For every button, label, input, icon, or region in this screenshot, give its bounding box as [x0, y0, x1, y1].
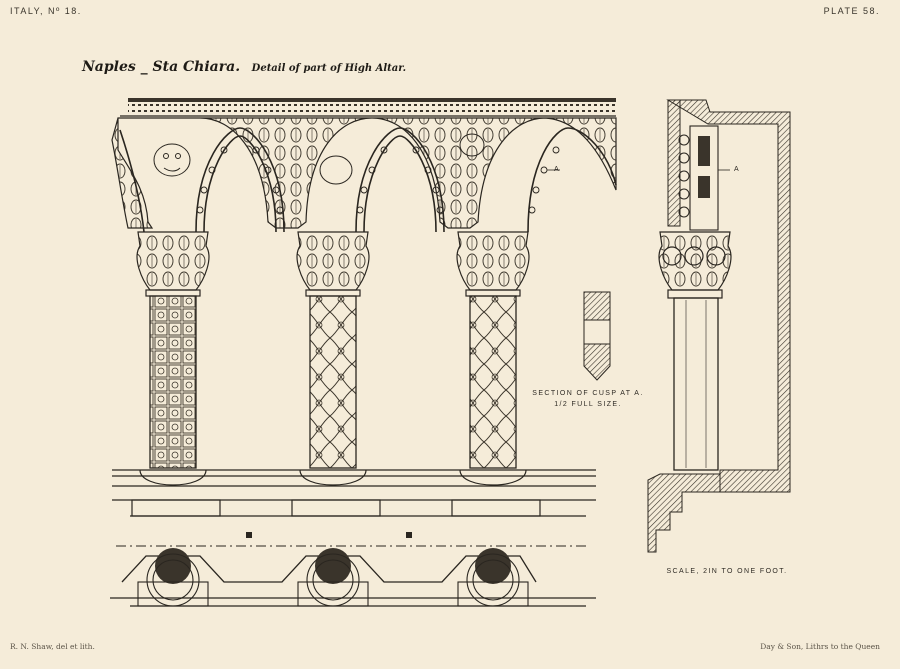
section-marker-front: A [554, 166, 561, 173]
column-right [456, 231, 530, 469]
series-label: ITALY, Nº 18. [10, 6, 82, 16]
title-main: Naples _ Sta Chiara. [82, 59, 241, 75]
cusp-section [583, 291, 611, 381]
spandrels [111, 117, 617, 229]
column-left [136, 231, 210, 469]
plate-title: Naples _ Sta Chiara. Detail of part of H… [82, 56, 406, 75]
artist-credit: R. N. Shaw, del et lith. [10, 642, 95, 651]
arch-beads [196, 146, 560, 214]
arches [119, 127, 617, 233]
column-middle [296, 231, 370, 469]
side-section [647, 99, 791, 553]
scale-caption: SCALE, 2IN TO ONE FOOT. [666, 568, 788, 575]
plate-number: PLATE 58. [823, 6, 880, 16]
plan-view [110, 532, 596, 607]
section-caption-line1: SECTION OF CUSP AT A. [532, 390, 644, 397]
section-caption-line2: 1/2 FULL SIZE. [554, 401, 622, 408]
section-caption: SECTION OF CUSP AT A. 1/2 FULL SIZE. [528, 388, 648, 410]
face-medallion [153, 133, 485, 185]
cornice [120, 98, 616, 117]
base-molding [112, 469, 596, 517]
title-sub: Detail of part of High Altar. [251, 63, 407, 74]
section-marker-side: A [734, 166, 741, 173]
printer-credit: Day & Son, Lithrs to the Queen [760, 642, 880, 651]
